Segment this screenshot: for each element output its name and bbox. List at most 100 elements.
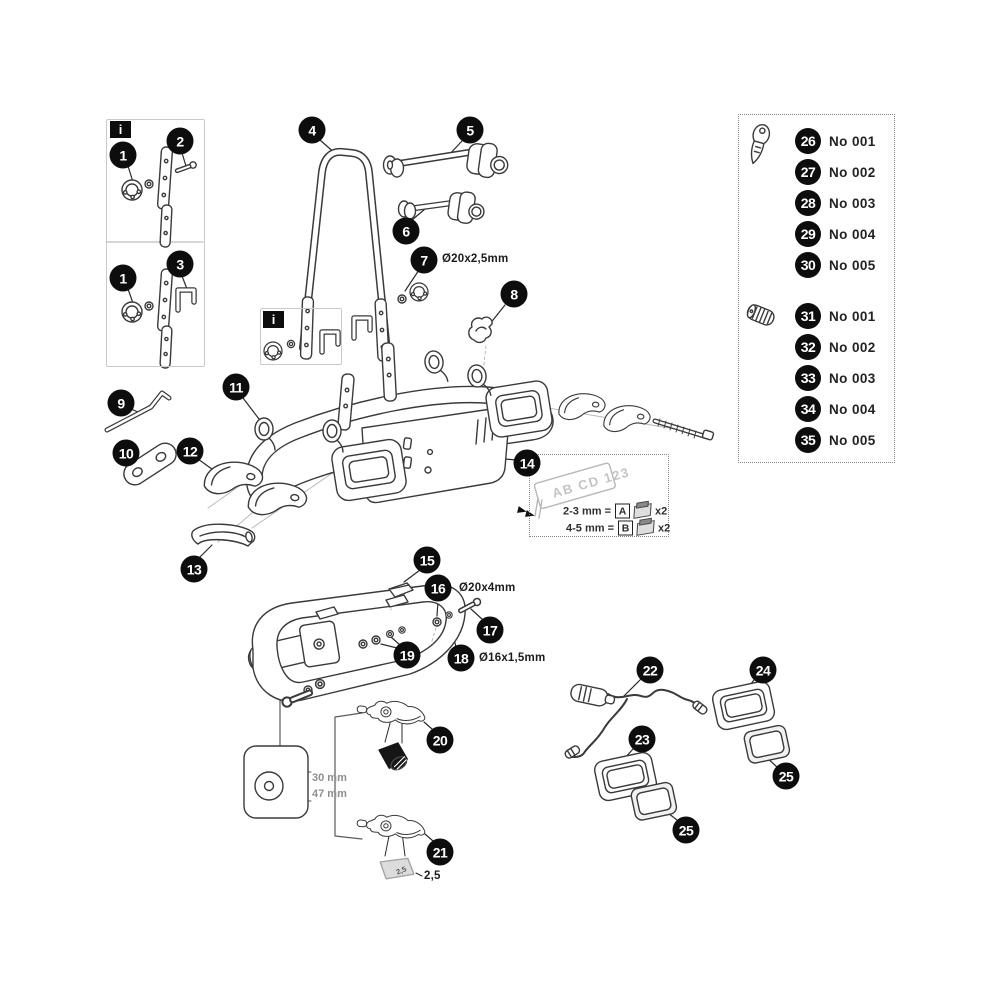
leader-lines bbox=[127, 139, 778, 877]
part-number-badge: 26 bbox=[795, 128, 821, 154]
part5-clamp-bar-drawing bbox=[382, 142, 509, 179]
part8-clip-drawing bbox=[468, 316, 493, 344]
quantity-label: x2 bbox=[658, 522, 671, 534]
parts-list-panel bbox=[738, 114, 895, 463]
key-icon bbox=[750, 124, 771, 165]
callout-badge: 8 bbox=[500, 280, 528, 308]
part-number-badge: 33 bbox=[795, 365, 821, 391]
rack-assembly-drawing bbox=[245, 342, 554, 504]
callout-number: 17 bbox=[482, 622, 498, 638]
part21-lever-drawing bbox=[355, 811, 427, 880]
info-icon-1: i bbox=[110, 121, 131, 138]
callout-number: 19 bbox=[399, 647, 415, 663]
part-number: 26 bbox=[800, 133, 816, 149]
callout-badge: 12 bbox=[176, 437, 204, 465]
callout-number: 14 bbox=[519, 455, 535, 471]
clip-letter-box: B bbox=[618, 520, 633, 536]
spec-label: Ø16x1,5mm bbox=[479, 652, 546, 664]
info-icon-2: i bbox=[263, 311, 284, 328]
part-ref-label: No 005 bbox=[829, 257, 876, 273]
part-number: 35 bbox=[800, 432, 816, 448]
part6-clamp-bar-drawing bbox=[397, 191, 485, 224]
parts-list-item: 31 No 001 bbox=[795, 303, 876, 329]
callout-number: 4 bbox=[308, 122, 316, 138]
callout-number: 3 bbox=[176, 256, 184, 272]
part-ref-label: No 005 bbox=[829, 432, 876, 448]
callout-badge: 18 bbox=[447, 644, 475, 672]
part-ref-label: No 002 bbox=[829, 339, 876, 355]
callout-badge: 1 bbox=[109, 141, 137, 169]
callout-badge: 24 bbox=[749, 656, 777, 684]
thickness-range-label: 4-5 mm = bbox=[566, 522, 614, 534]
part-ref-label: No 004 bbox=[829, 401, 876, 417]
part-number: 27 bbox=[800, 164, 816, 180]
callout-number: 18 bbox=[453, 650, 469, 666]
part-number-badge: 30 bbox=[795, 252, 821, 278]
callout-number: 9 bbox=[117, 395, 125, 411]
parts-list-item: 32 No 002 bbox=[795, 334, 876, 360]
part-ref-label: No 001 bbox=[829, 133, 876, 149]
callout-badge: 6 bbox=[392, 217, 420, 245]
callout-number: 21 bbox=[432, 844, 448, 860]
part-number: 32 bbox=[800, 339, 816, 355]
part-number-badge: 27 bbox=[795, 159, 821, 185]
callout-badge: 25 bbox=[672, 816, 700, 844]
callout-number: 2 bbox=[176, 133, 184, 149]
callout-badge: 15 bbox=[413, 546, 441, 574]
part-ref-label: No 003 bbox=[829, 370, 876, 386]
callout-badge: 3 bbox=[166, 250, 194, 278]
part-number: 34 bbox=[800, 401, 816, 417]
callout-badge: 4 bbox=[298, 116, 326, 144]
callout-badge: 7 bbox=[410, 246, 438, 274]
callout-number: 23 bbox=[634, 731, 650, 747]
callout-number: 7 bbox=[420, 252, 428, 268]
callout-number: 1 bbox=[119, 270, 127, 286]
part-number: 33 bbox=[800, 370, 816, 386]
part24-lamp-drawing bbox=[710, 679, 777, 732]
callout-number: 8 bbox=[510, 286, 518, 302]
info-icon-glyph: i bbox=[271, 312, 276, 327]
part-number-badge: 34 bbox=[795, 396, 821, 422]
part25-lens-drawing-right bbox=[742, 723, 792, 766]
spec-label: 2,5 bbox=[424, 870, 441, 882]
part-number-badge: 32 bbox=[795, 334, 821, 360]
dimension-label: 47 mm bbox=[312, 788, 347, 800]
callout-number: 16 bbox=[430, 580, 446, 596]
part20-lever-drawing bbox=[355, 697, 427, 771]
parts-list-item: 26 No 001 bbox=[795, 128, 876, 154]
part-number: 28 bbox=[800, 195, 816, 211]
callout-number: 11 bbox=[229, 379, 243, 395]
callout-number: 15 bbox=[419, 552, 435, 568]
parts-list-item: 29 No 004 bbox=[795, 221, 876, 247]
callout-badge: 19 bbox=[393, 641, 421, 669]
plate-thickness-row: 4-5 mm = B x2 bbox=[566, 520, 671, 536]
info-box-1 bbox=[106, 119, 205, 367]
callout-number: 25 bbox=[678, 822, 694, 838]
callout-badge: 1 bbox=[109, 264, 137, 292]
part4-u-frame-drawing bbox=[299, 147, 390, 352]
callout-number: 5 bbox=[466, 122, 474, 138]
parts-list-item: 28 No 003 bbox=[795, 190, 876, 216]
part-ref-label: No 001 bbox=[829, 308, 876, 324]
callout-badge: 20 bbox=[426, 726, 454, 754]
callout-number: 20 bbox=[432, 732, 448, 748]
part-number-badge: 29 bbox=[795, 221, 821, 247]
part-number-badge: 35 bbox=[795, 427, 821, 453]
plate-thickness-panel bbox=[529, 454, 669, 537]
parts-list-item: 30 No 005 bbox=[795, 252, 876, 278]
parts-list-item: 27 No 002 bbox=[795, 159, 876, 185]
callout-number: 6 bbox=[402, 223, 410, 239]
callout-badge: 9 bbox=[107, 389, 135, 417]
callout-badge: 10 bbox=[112, 439, 140, 467]
part7-knob-drawing bbox=[397, 282, 429, 304]
quantity-label: x2 bbox=[655, 505, 668, 517]
part-ref-label: No 004 bbox=[829, 226, 876, 242]
callout-badge: 25 bbox=[772, 762, 800, 790]
part-number: 31 bbox=[800, 308, 816, 324]
part13-rail-drawing bbox=[191, 523, 256, 547]
callout-number: 22 bbox=[642, 662, 658, 678]
part22-harness-drawing bbox=[564, 683, 708, 759]
callout-badge: 13 bbox=[180, 555, 208, 583]
